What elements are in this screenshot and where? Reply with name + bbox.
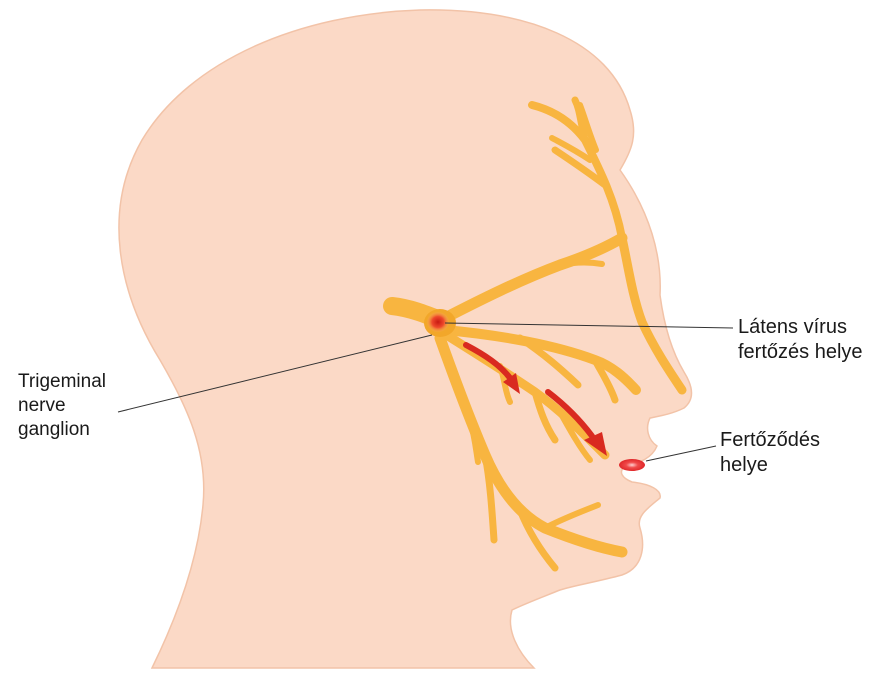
nerve-mandibular-3 <box>516 506 559 572</box>
nerve-forehead-5 <box>577 102 599 153</box>
label-infection-line-1: Fertőződés <box>720 429 821 451</box>
label-ganglion: Trigeminal nerve ganglion <box>18 370 106 442</box>
leader-ganglion <box>117 334 433 413</box>
nerve-maxillary <box>440 325 641 395</box>
leader-lines <box>117 322 734 462</box>
nerve-mandibular-4 <box>542 502 601 531</box>
arrow-2-head <box>584 432 607 456</box>
nerve-maxillary-3 <box>516 334 582 389</box>
nerve-maxillary-2 <box>591 356 619 404</box>
label-ganglion-line-1: Trigeminal <box>18 371 106 392</box>
nerve-forehead-4 <box>549 135 593 163</box>
lip-lesion <box>619 459 645 471</box>
label-infection-line-2: helye <box>720 454 768 476</box>
latent-infection-site <box>427 312 449 332</box>
nerve-ophthalmic <box>439 232 628 324</box>
leader-infection <box>645 445 717 462</box>
label-latent-line-2: fertőzés helye <box>738 341 863 363</box>
nerve-mandibular-2 <box>481 451 498 544</box>
arrow-1 <box>463 342 513 381</box>
label-infection-site: Fertőződés helye <box>720 428 820 478</box>
arrow-1-head <box>503 373 520 394</box>
spread-arrows <box>463 342 607 456</box>
nerve-mandibular-5 <box>467 417 481 465</box>
leader-latent <box>444 322 734 329</box>
head-silhouette <box>118 9 693 669</box>
nerve-nasal-side <box>557 259 605 268</box>
nerve-mandibular <box>434 332 628 558</box>
arrow-2 <box>545 389 595 439</box>
nerve-forehead-2 <box>571 96 589 144</box>
label-latent-line-1: Látens vírus <box>738 316 847 338</box>
label-latent-site: Látens vírus fertőzés helye <box>738 315 863 365</box>
nerve-forehead-3 <box>551 146 609 189</box>
nerve-cheek-2 <box>531 388 559 444</box>
nerve-cheek-3 <box>557 409 593 463</box>
label-ganglion-line-2: nerve <box>18 395 66 416</box>
label-ganglion-line-3: ganglion <box>18 419 90 440</box>
nerve-nasal <box>617 233 687 395</box>
trigeminal-nerve <box>383 96 687 572</box>
